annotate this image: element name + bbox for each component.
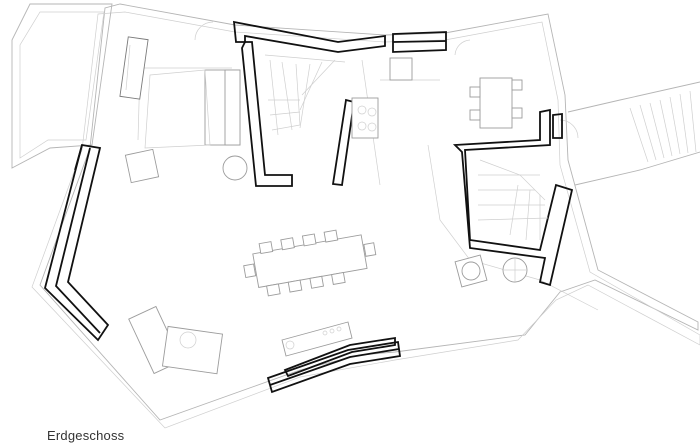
kitchen-counter	[351, 97, 379, 139]
floor-plan-caption: Erdgeschoss	[47, 428, 125, 443]
wall-stair-left	[241, 41, 293, 187]
wall-stair-right	[331, 98, 356, 186]
wall-top-left	[232, 20, 386, 53]
bench	[281, 321, 353, 357]
breakfast-table	[479, 77, 513, 129]
side-table	[222, 155, 248, 181]
armchair-left	[124, 148, 160, 184]
sideboard	[119, 36, 149, 100]
furniture	[119, 36, 528, 375]
wall-left-facade	[43, 143, 110, 342]
wall-right-stair	[452, 108, 574, 287]
wall-bottom-facade	[266, 340, 402, 394]
dining-table	[243, 229, 377, 297]
internal-stairs	[264, 54, 549, 241]
building-outline	[11, 3, 700, 429]
fridge	[389, 57, 413, 81]
wall-top-right	[392, 31, 447, 53]
walls	[43, 20, 574, 394]
